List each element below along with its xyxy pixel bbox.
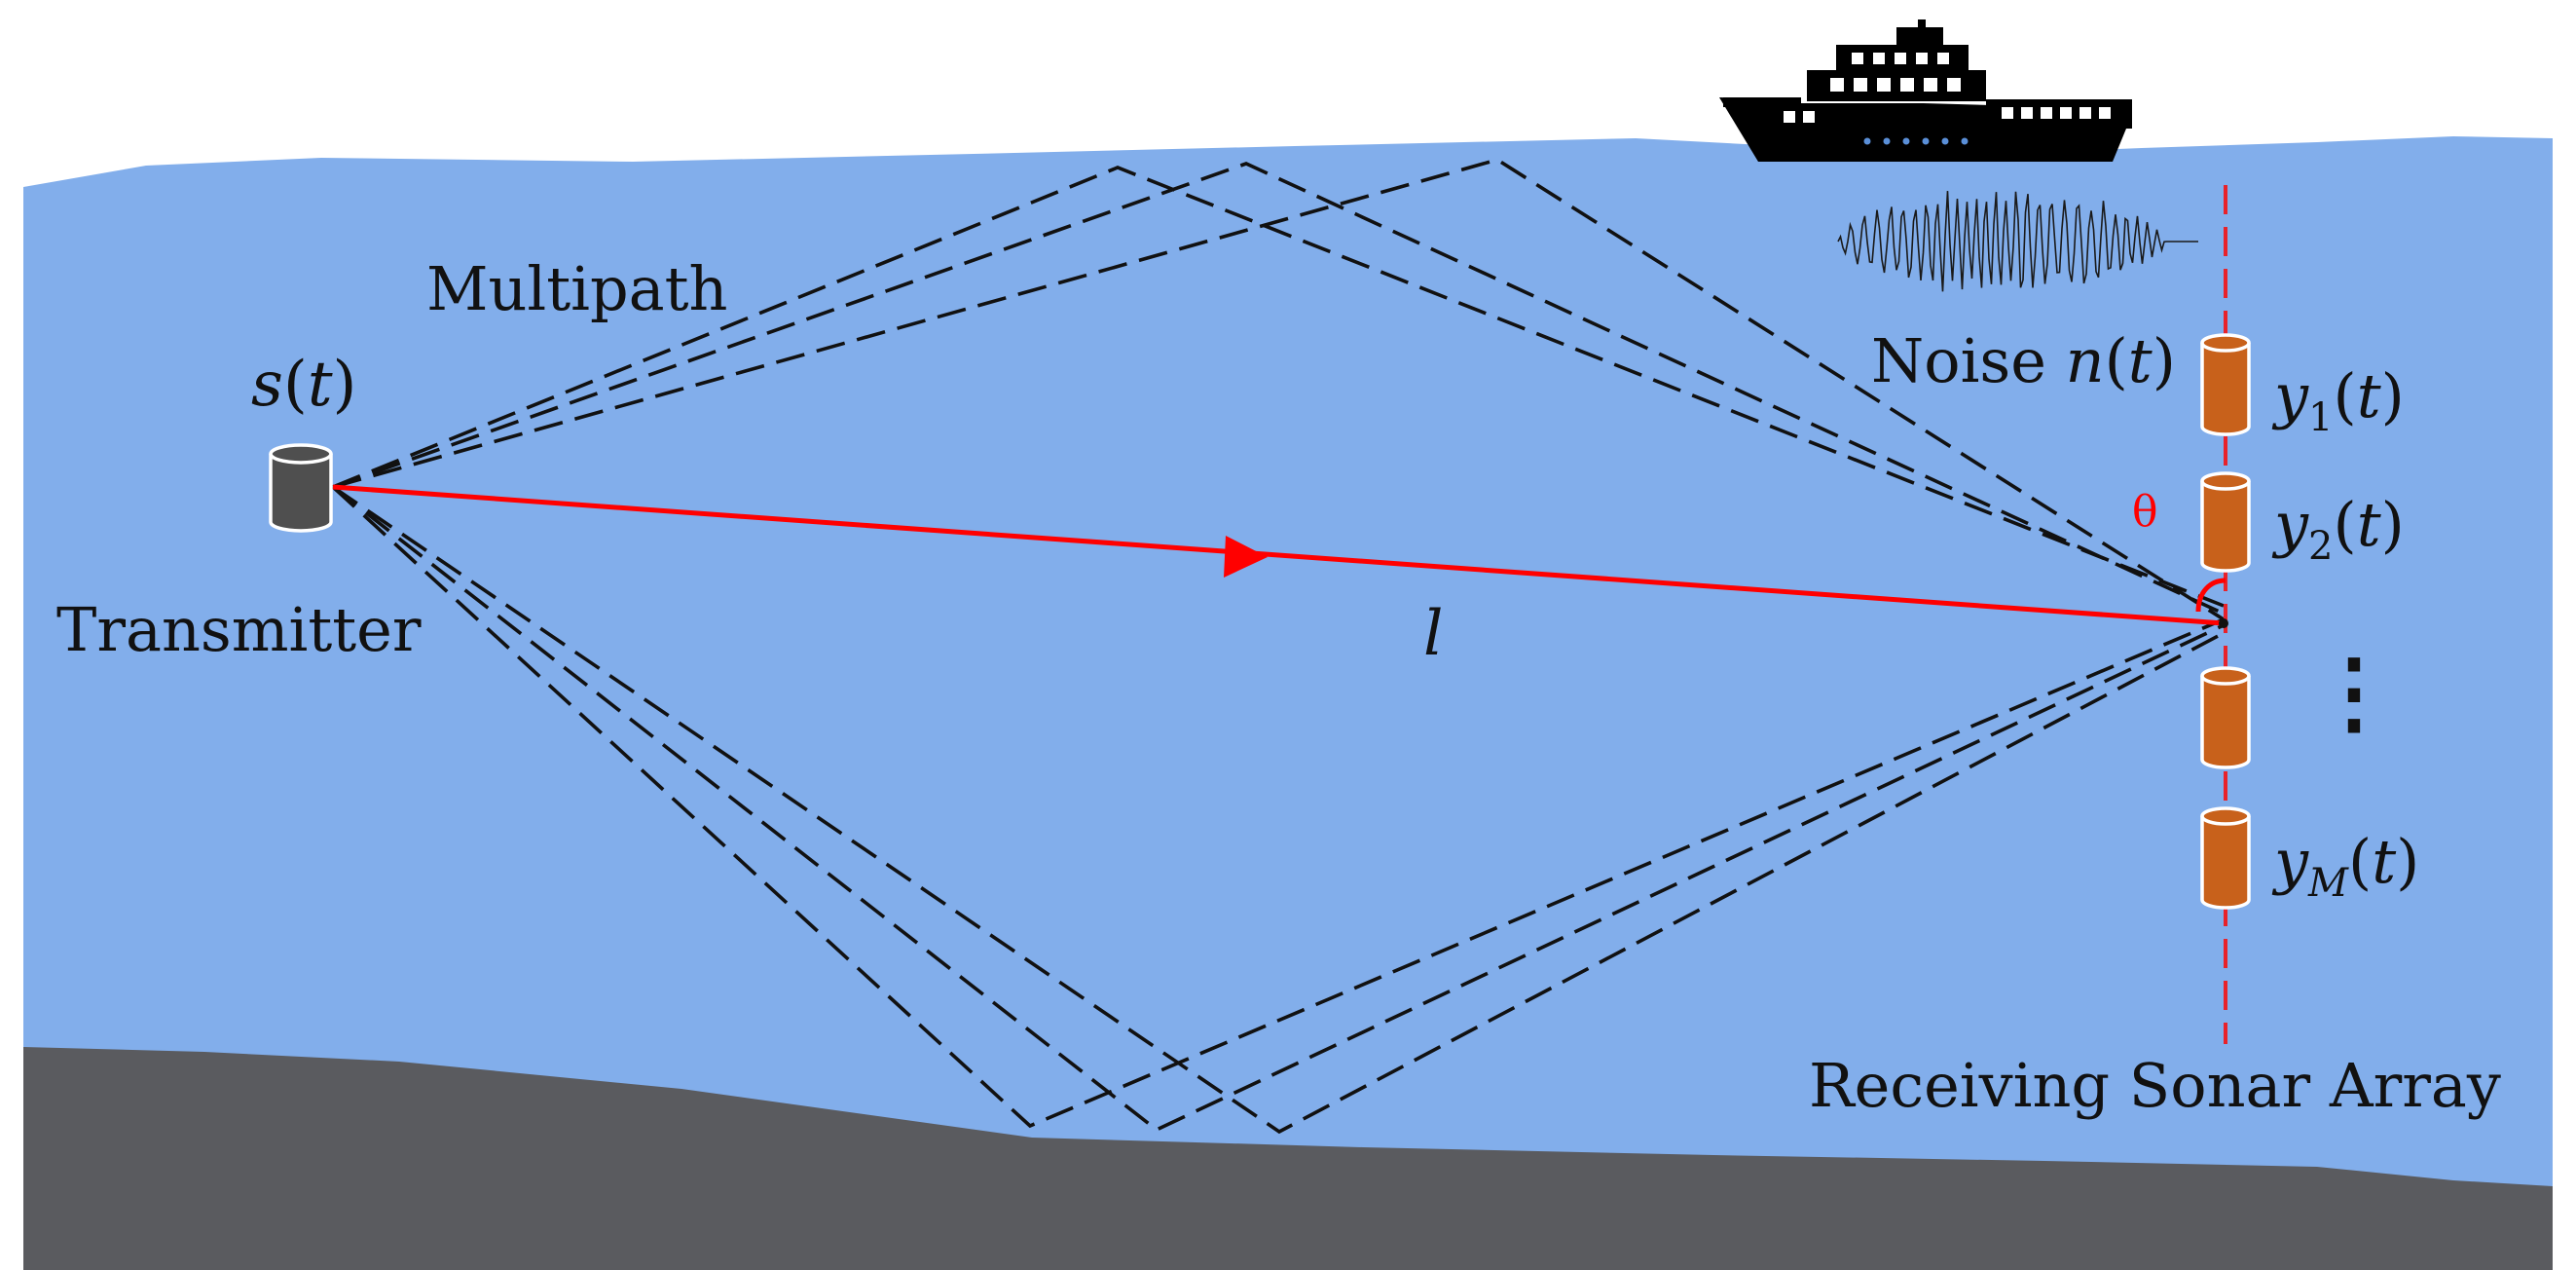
path-length-label: l	[1423, 598, 1443, 670]
multipath-label: Multipath	[426, 253, 728, 324]
bottom-reflection-path-2	[331, 485, 2225, 1133]
receiver-focus-point	[2219, 618, 2228, 628]
surface-reflection-path-1	[332, 166, 2225, 608]
surface-reflection-path-3	[332, 158, 2225, 621]
direct-path	[332, 484, 2225, 626]
noise-waveform-icon	[1837, 191, 2198, 292]
transmitter-label: Transmitter	[56, 594, 422, 665]
direct-path-arrowhead-icon	[1224, 536, 1268, 578]
sensor-label-m: yM(t)	[2271, 826, 2419, 906]
transmitter-cylinder-icon	[269, 443, 333, 533]
ship-icon	[1719, 19, 2132, 162]
receiver-element-2	[2200, 471, 2251, 573]
angle-label: θ	[2132, 487, 2158, 537]
bottom-reflection-path-3	[331, 485, 2225, 1135]
multipath-rays	[331, 158, 2225, 1135]
receiver-element-3	[2200, 666, 2251, 769]
angle-arc	[2195, 578, 2226, 613]
surface-reflection-path-2	[332, 162, 2225, 616]
sensor-label-1: y1(t)	[2271, 360, 2405, 440]
receiving-array-label: Receiving Sonar Array	[1809, 1050, 2501, 1121]
signal-label: s(t)	[251, 349, 357, 421]
receiver-element-m	[2200, 806, 2251, 910]
noise-label: Noise n(t)	[1871, 325, 2176, 396]
bottom-reflection-path-1	[331, 485, 2225, 1129]
seabed	[23, 1047, 2553, 1270]
water-body	[23, 136, 2553, 1270]
receiver-element-1	[2200, 333, 2251, 436]
sensor-label-2: y2(t)	[2271, 489, 2405, 569]
array-ellipsis: ⋮	[2309, 639, 2399, 744]
